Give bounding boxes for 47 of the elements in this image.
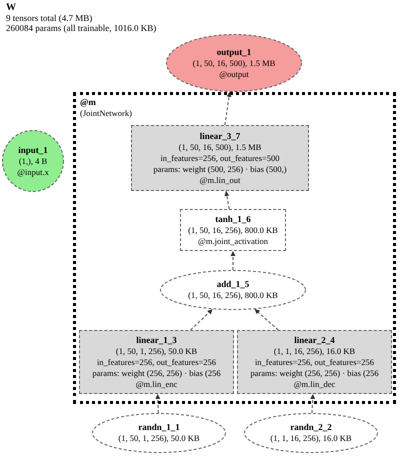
node-detail: (1, 50, 16, 256), 800.0 KB: [188, 290, 278, 301]
node-detail: @m.lin_out: [200, 174, 240, 186]
node-detail: @input.x: [17, 166, 49, 178]
node-detail: params: weight (256, 256) · bias (256: [250, 368, 379, 378]
layer-box: [180, 209, 286, 251]
node-detail: (1, 1, 16, 256), 16.0 KB: [274, 346, 356, 356]
node-detail: in_features=256, out_features=256: [96, 356, 216, 368]
arrow: [155, 394, 160, 414]
node-title: input_1: [18, 144, 48, 156]
node-detail: (1, 50, 1, 256), 50.0 KB: [118, 433, 200, 444]
layer-box: [237, 330, 392, 394]
node-title: output_1: [216, 46, 252, 58]
node-detail: in_features=256, out_features=500: [160, 152, 280, 164]
node-detail: (1, 1, 16, 256), 16.0 KB: [270, 433, 352, 444]
module-frame: [73, 92, 396, 404]
node-detail: (1, 50, 16, 256), 800.0 KB: [188, 224, 278, 236]
arrow: [224, 91, 232, 126]
arrow: [190, 308, 214, 330]
node-detail: (1, 50, 16, 500), 1.5 MB: [178, 142, 262, 152]
node-title: tanh_1_6: [215, 214, 251, 224]
node-detail: (1,), 4 B: [18, 156, 48, 166]
node-detail: @output: [219, 68, 249, 80]
node-detail: params: weight (500, 256) · bias (500,): [153, 164, 287, 174]
node-detail: (1, 50, 16, 500), 1.5 MB: [192, 58, 276, 68]
arrow: [224, 190, 230, 210]
node-detail: in_features=256, out_features=256: [254, 356, 374, 368]
arrow: [254, 308, 279, 330]
node-title: randn_1_1: [138, 422, 180, 433]
node-title: @m: [80, 97, 96, 108]
summary-text: 9 tensors total (4.7 MB): [6, 13, 94, 23]
node-detail: (1, 50, 1, 256), 50.0 KB: [116, 346, 198, 356]
node-title: randn_2_2: [290, 422, 332, 433]
node-title: linear_1_3: [136, 334, 177, 346]
node-title: linear_2_4: [294, 334, 335, 346]
node-detail: params: weight (256, 256) · bias (256: [92, 368, 221, 378]
node-detail: (JointNetwork): [80, 108, 132, 119]
arrow: [230, 250, 236, 270]
node-detail: @m.lin_enc: [136, 378, 178, 390]
summary-text: 260084 params (all trainable, 1016.0 KB): [6, 23, 156, 33]
node-detail: @m.lin_dec: [294, 378, 336, 390]
node-title: linear_3_7: [200, 130, 240, 142]
arrow: [310, 394, 316, 414]
layer-box: [131, 125, 309, 191]
diagram-title: W: [6, 3, 17, 13]
node-title: add_1_5: [216, 279, 250, 290]
node-detail: @m.joint_activation: [198, 236, 268, 246]
layer-box: [79, 330, 234, 394]
